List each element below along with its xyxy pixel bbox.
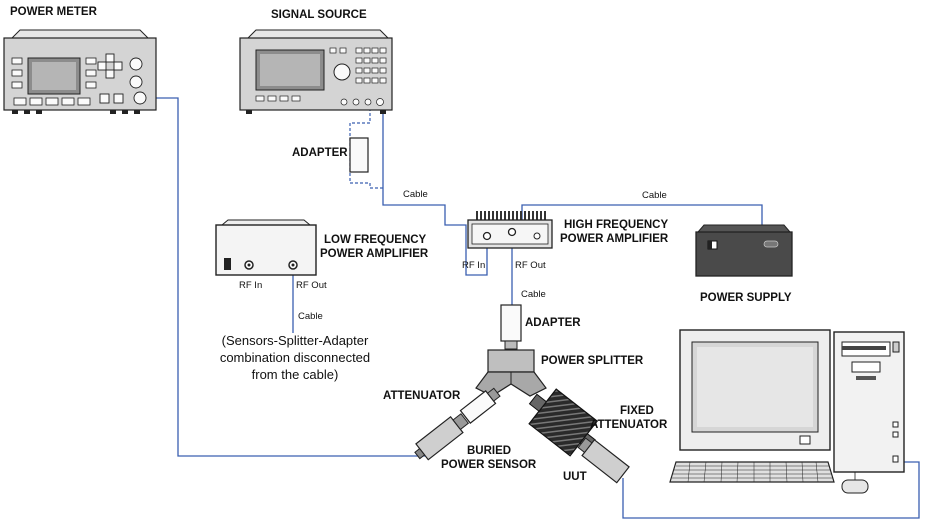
uut-shape xyxy=(577,437,630,484)
lf-amplifier-label-line2: POWER AMPLIFIER xyxy=(320,248,429,260)
hf-amplifier-label-line1: HIGH FREQUENCY xyxy=(564,219,669,231)
hf-rf-in-label: RF In xyxy=(462,260,486,271)
fixed-attenuator-label-line1: FIXED xyxy=(620,405,654,417)
buried-sensor-label-line2: POWER SENSOR xyxy=(441,459,537,471)
power-splitter-label: POWER SPLITTER xyxy=(541,355,644,367)
note-line3: from the cable) xyxy=(251,367,339,382)
note-line1: (Sensors-Splitter-Adapter xyxy=(221,333,369,348)
buried-sensor-label-line1: BURIED xyxy=(467,445,512,457)
power-meter-label: POWER METER xyxy=(10,6,97,18)
cable-meter-to-sensor xyxy=(147,97,425,457)
fixed-attenuator-label-line2: ATTENUATOR xyxy=(590,419,668,431)
power-meter-instrument xyxy=(3,29,157,114)
power-supply-label: POWER SUPPLY xyxy=(700,292,792,304)
cable-hf-label: Cable xyxy=(521,289,546,300)
note-line2: combination disconnected xyxy=(219,350,371,365)
adapter-top-shape xyxy=(349,137,369,173)
attenuator-shape xyxy=(459,387,501,424)
uut-label: UUT xyxy=(563,471,587,483)
cable-source-label: Cable xyxy=(403,189,428,200)
lf-amplifier-instrument xyxy=(215,219,317,276)
power-supply-instrument xyxy=(695,224,793,277)
signal-source-instrument xyxy=(239,29,393,114)
computer-instrument xyxy=(669,329,905,494)
cable-lf-label: Cable xyxy=(298,311,323,322)
adapter-dashed-route xyxy=(349,108,383,189)
adapter-top-label: ADAPTER xyxy=(292,147,348,159)
adapter-mid-shape xyxy=(500,304,522,350)
cable-uut-to-computer xyxy=(622,461,920,519)
attenuator-label: ATTENUATOR xyxy=(383,390,461,402)
lf-rf-in-label: RF In xyxy=(239,280,263,291)
hf-rf-out-label: RF Out xyxy=(515,260,546,271)
cable-source-to-hf-amp xyxy=(382,112,488,276)
signal-source-label: SIGNAL SOURCE xyxy=(271,9,367,21)
lf-amplifier-label-line1: LOW FREQUENCY xyxy=(324,234,427,246)
hf-amplifier-instrument xyxy=(467,211,553,249)
cables xyxy=(147,97,920,519)
hf-amplifier-label-line2: POWER AMPLIFIER xyxy=(560,233,669,245)
adapter-mid-label: ADAPTER xyxy=(525,317,581,329)
power-splitter-shape xyxy=(475,349,547,397)
cable-supply-label: Cable xyxy=(642,190,667,201)
lf-rf-out-label: RF Out xyxy=(296,280,327,291)
buried-power-sensor-shape xyxy=(414,413,470,461)
